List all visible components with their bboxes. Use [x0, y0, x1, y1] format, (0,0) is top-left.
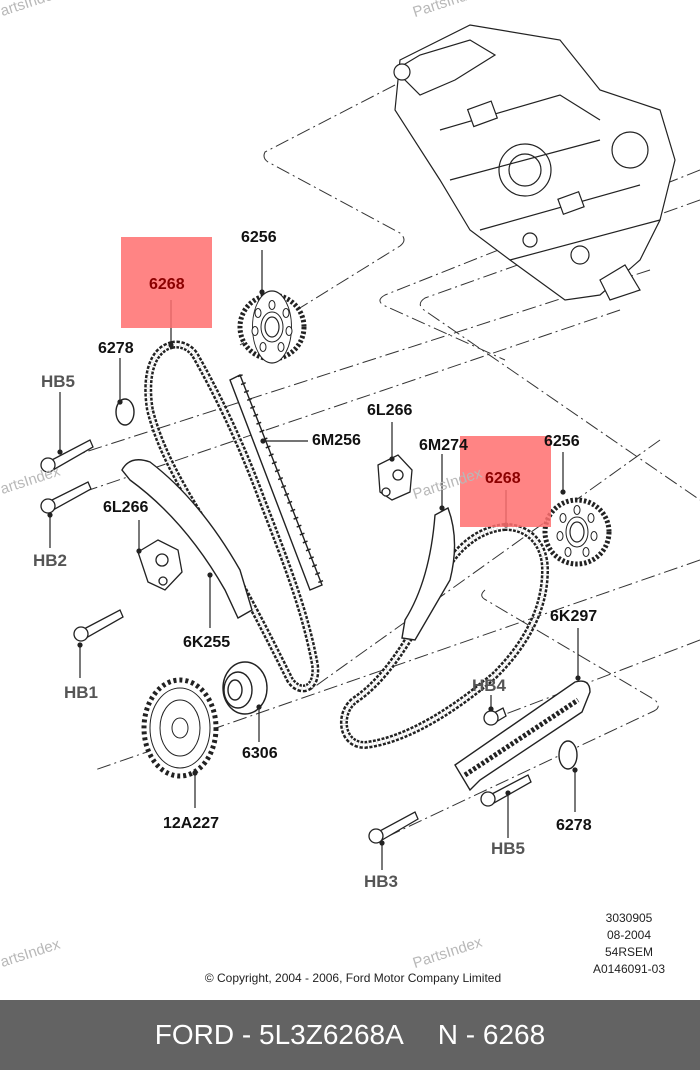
highlight-box-right: [460, 436, 551, 527]
callout-hb4[interactable]: HB4: [472, 676, 507, 695]
cam-sprocket-right: [542, 497, 612, 567]
reference-codes: 3030905 08-2004 54RSEM A0146091-03: [574, 910, 684, 978]
cam-sprocket-left: [237, 290, 307, 364]
callout-hb1[interactable]: HB1: [64, 683, 99, 702]
timing-chain-left-inner: [146, 343, 317, 690]
tensioner-upper-6l266: [377, 454, 413, 501]
footer-bar: FORD - 5L3Z6268A N - 6268: [0, 1000, 700, 1070]
bolt-hb5-right: [480, 774, 532, 807]
bolt-hb4: [483, 707, 507, 726]
bolt-hb3: [368, 811, 419, 844]
crank-sprocket-6306: [222, 661, 268, 715]
callout-6l266-left[interactable]: 6L266: [103, 499, 149, 516]
reference-code: A0146091-03: [592, 962, 666, 976]
footer-reference: N - 6268: [437, 1019, 546, 1050]
callout-6m274[interactable]: 6M274: [419, 437, 468, 454]
engine-block-illustration: [393, 24, 676, 301]
reference-code: 54RSEM: [604, 945, 654, 959]
chain-guide-6k297: [454, 680, 591, 792]
callout-6268-right[interactable]: 6268: [485, 470, 521, 487]
highlight-box-left: [121, 237, 212, 328]
washer-left-6278: [115, 398, 135, 426]
callout-6256-left[interactable]: 6256: [241, 229, 277, 246]
callout-6256-right[interactable]: 6256: [544, 433, 580, 450]
copyright-notice: © Copyright, 2004 - 2006, Ford Motor Com…: [204, 971, 502, 985]
callout-6m256[interactable]: 6M256: [312, 432, 361, 449]
callout-6k297[interactable]: 6K297: [550, 608, 598, 625]
callout-6278-right[interactable]: 6278: [556, 817, 592, 834]
reference-code: 3030905: [605, 911, 653, 925]
footer-part-number: FORD - 5L3Z6268A: [154, 1019, 404, 1050]
callout-hb2[interactable]: HB2: [33, 551, 68, 570]
callout-6268-left[interactable]: 6268: [149, 276, 185, 293]
callout-6l266-upper[interactable]: 6L266: [367, 402, 413, 419]
chain-guide-6m274: [401, 507, 456, 641]
exploded-diagram: [40, 24, 700, 870]
crank-wheel-12a227: [141, 677, 219, 779]
reference-code: 08-2004: [606, 928, 652, 942]
bolt-hb5-left: [40, 439, 94, 473]
callout-hb5-right[interactable]: HB5: [491, 839, 526, 858]
washer-right-6278: [558, 740, 578, 770]
callout-6k255[interactable]: 6K255: [183, 634, 231, 651]
callout-leaders: [47, 250, 581, 870]
callout-hb3[interactable]: HB3: [364, 872, 399, 891]
bolts: [40, 439, 532, 844]
callout-hb5-left[interactable]: HB5: [41, 372, 76, 391]
chain-guide-6m256: [229, 374, 325, 591]
bolt-hb2: [40, 481, 92, 514]
tensioner-arm-6k255: [121, 459, 253, 619]
callout-12a227[interactable]: 12A227: [163, 815, 220, 832]
tensioner-left-6l266: [137, 539, 183, 591]
bolt-hb1: [73, 609, 124, 642]
callout-6306[interactable]: 6306: [242, 745, 278, 762]
callout-6278-left[interactable]: 6278: [98, 340, 134, 357]
